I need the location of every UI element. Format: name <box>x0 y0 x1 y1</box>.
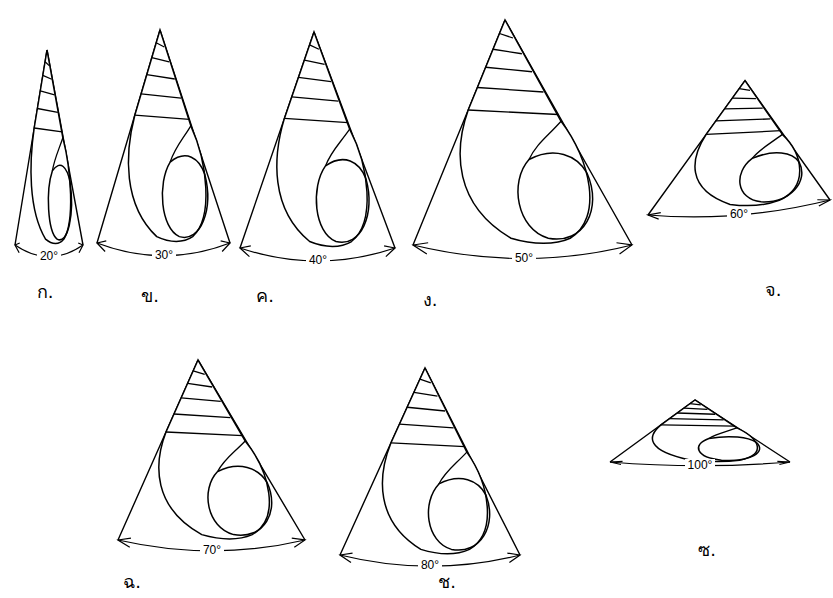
figure-letter: จ. <box>765 280 782 300</box>
angle-label: 60° <box>727 208 751 221</box>
shell-figure <box>13 50 83 257</box>
shell-figure <box>105 360 306 551</box>
figure-letter: ข. <box>141 286 159 306</box>
figure-letter: ช. <box>438 572 456 592</box>
shell-figure <box>648 73 833 223</box>
angle-label: 100° <box>685 459 716 472</box>
figure-letter: ซ. <box>698 540 716 560</box>
angle-label: 70° <box>200 544 224 557</box>
figure-letter: ง. <box>423 290 438 310</box>
figure-letter: ฉ. <box>123 572 141 592</box>
angle-label: 80° <box>418 559 442 572</box>
shell-figure <box>237 32 396 261</box>
angle-label: 50° <box>512 252 536 265</box>
figure-letter: ก. <box>37 282 54 302</box>
shell-figure <box>605 400 790 466</box>
angle-label: 30° <box>152 249 176 262</box>
shell-figure <box>94 30 231 256</box>
angle-label: 20° <box>37 250 61 263</box>
figure-letter: ค. <box>256 286 274 306</box>
angle-label: 40° <box>306 254 330 267</box>
shell-figure <box>396 20 634 259</box>
shell-figure <box>335 368 520 566</box>
